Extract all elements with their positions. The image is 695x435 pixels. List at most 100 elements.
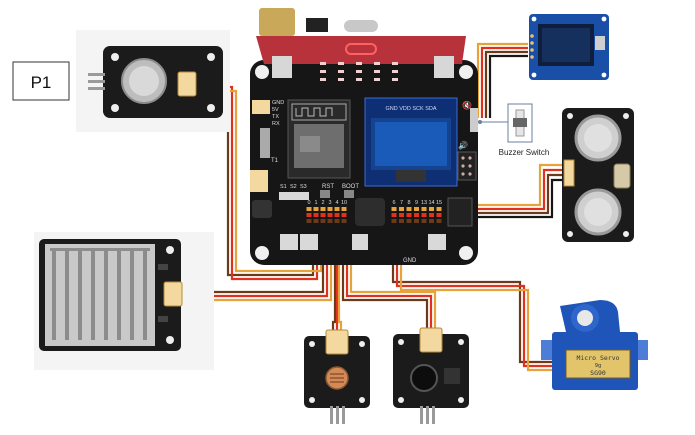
uart-pin-label: GND (272, 100, 284, 106)
gpio-pin-number: 10 (341, 200, 347, 206)
gpio-pin (327, 213, 333, 217)
gpio-pin (436, 213, 442, 217)
gas-sensor-pins (88, 73, 105, 90)
spi-pin-label: S2 (290, 184, 297, 190)
gpio-pin-number: 1 (314, 200, 317, 206)
micro-servo: Micro Servo 9g SG90 (541, 300, 648, 390)
led (356, 78, 362, 81)
gpio-pin (334, 219, 340, 223)
led (320, 78, 326, 81)
gpio-pin-number: 13 (421, 200, 427, 206)
microbit-board (256, 8, 466, 81)
battery-connector (259, 8, 295, 36)
reset-button[interactable] (320, 190, 330, 198)
gpio-pin (406, 207, 412, 211)
t-label: T1 (271, 158, 279, 164)
rain-trace (78, 250, 82, 340)
led (374, 78, 380, 81)
wire-ultrasonic (475, 163, 565, 219)
onboard-oled: GND VDD SCK SDA (364, 97, 458, 187)
oled-header-label: GND VDD SCK SDA (385, 106, 436, 112)
led (392, 62, 398, 65)
gpio-pin (436, 207, 442, 211)
gpio-pin (436, 219, 442, 223)
reset-label: RST (322, 184, 334, 190)
oled-module (529, 14, 609, 80)
gpio-pin (320, 207, 326, 211)
light-sensor-module (304, 329, 370, 424)
power-jack (355, 198, 385, 226)
led (320, 70, 326, 73)
ultrasonic-connector (563, 159, 575, 187)
gpio-pin-number: 4 (335, 200, 338, 206)
usb-port (344, 20, 378, 32)
led-matrix (320, 62, 398, 81)
gpio-pin (391, 219, 397, 223)
buzzer-switch-knob[interactable] (513, 118, 527, 127)
boot-button[interactable] (344, 190, 354, 198)
oled-pin (530, 34, 534, 38)
led (338, 78, 344, 81)
led (338, 62, 344, 65)
rain-trace (91, 250, 95, 340)
gpio-pin-number: 2 (321, 200, 324, 206)
gpio-pin-number: 15 (436, 200, 442, 206)
ultrasonic-crystal (613, 163, 631, 189)
servo-brand: Micro Servo (576, 354, 619, 362)
led (338, 70, 344, 73)
sound-sensor-connector (419, 327, 443, 353)
bottom-connector-4 (428, 234, 446, 250)
bottom-connector-2 (300, 234, 318, 250)
gpio-pin (421, 207, 427, 211)
p1-label-box: P1 (12, 61, 70, 101)
microbit-button-b[interactable] (434, 56, 454, 78)
gpio-pin (399, 213, 404, 217)
led (392, 78, 398, 81)
led (392, 70, 398, 73)
buzzer-switch-callout: Buzzer Switch (478, 103, 549, 157)
aux-connector (250, 170, 268, 192)
led (356, 70, 362, 73)
gpio-pin (334, 213, 340, 217)
led (374, 70, 380, 73)
gpio-pin (429, 219, 434, 223)
led (320, 62, 326, 65)
gpio-pin (313, 213, 319, 217)
rain-trace (104, 250, 108, 340)
gas-sensor-module (76, 30, 230, 132)
gpio-pin (406, 219, 412, 223)
rain-trace (52, 250, 56, 340)
rain-sensor-traces (50, 248, 150, 340)
uart-pin-label: RX (272, 121, 280, 127)
bottom-connector-1 (280, 234, 298, 250)
servo-horn-icon (577, 310, 593, 326)
gpio-pin (327, 219, 333, 223)
gpio-pin-number: 9 (415, 200, 418, 206)
gpio-pin-number: 8 (407, 200, 410, 206)
power-switch[interactable] (260, 128, 270, 158)
gpio-pin (341, 207, 347, 211)
buzzer-switch-toggle[interactable] (470, 108, 478, 132)
spi-pin-label: S3 (300, 184, 307, 190)
ultrasonic-header (447, 197, 473, 227)
servo-header-top (457, 151, 477, 181)
microphone-icon (410, 364, 438, 392)
gpio-pin (313, 219, 319, 223)
gpio-pin (334, 207, 340, 211)
wifi-module (287, 99, 351, 179)
i2c-connector (252, 100, 270, 114)
speaker-icon: 🔊 (458, 140, 468, 150)
microbit-button-a[interactable] (272, 56, 292, 78)
led (374, 62, 380, 65)
ultrasonic-sensor-module (562, 108, 634, 242)
gpio-pin (306, 207, 312, 211)
rain-trace-bus (50, 248, 150, 251)
gpio-pin (313, 207, 319, 211)
uart-pin-label: 5V (272, 107, 279, 113)
rain-trace (130, 250, 134, 340)
microbit-logo-touch[interactable] (345, 43, 377, 55)
